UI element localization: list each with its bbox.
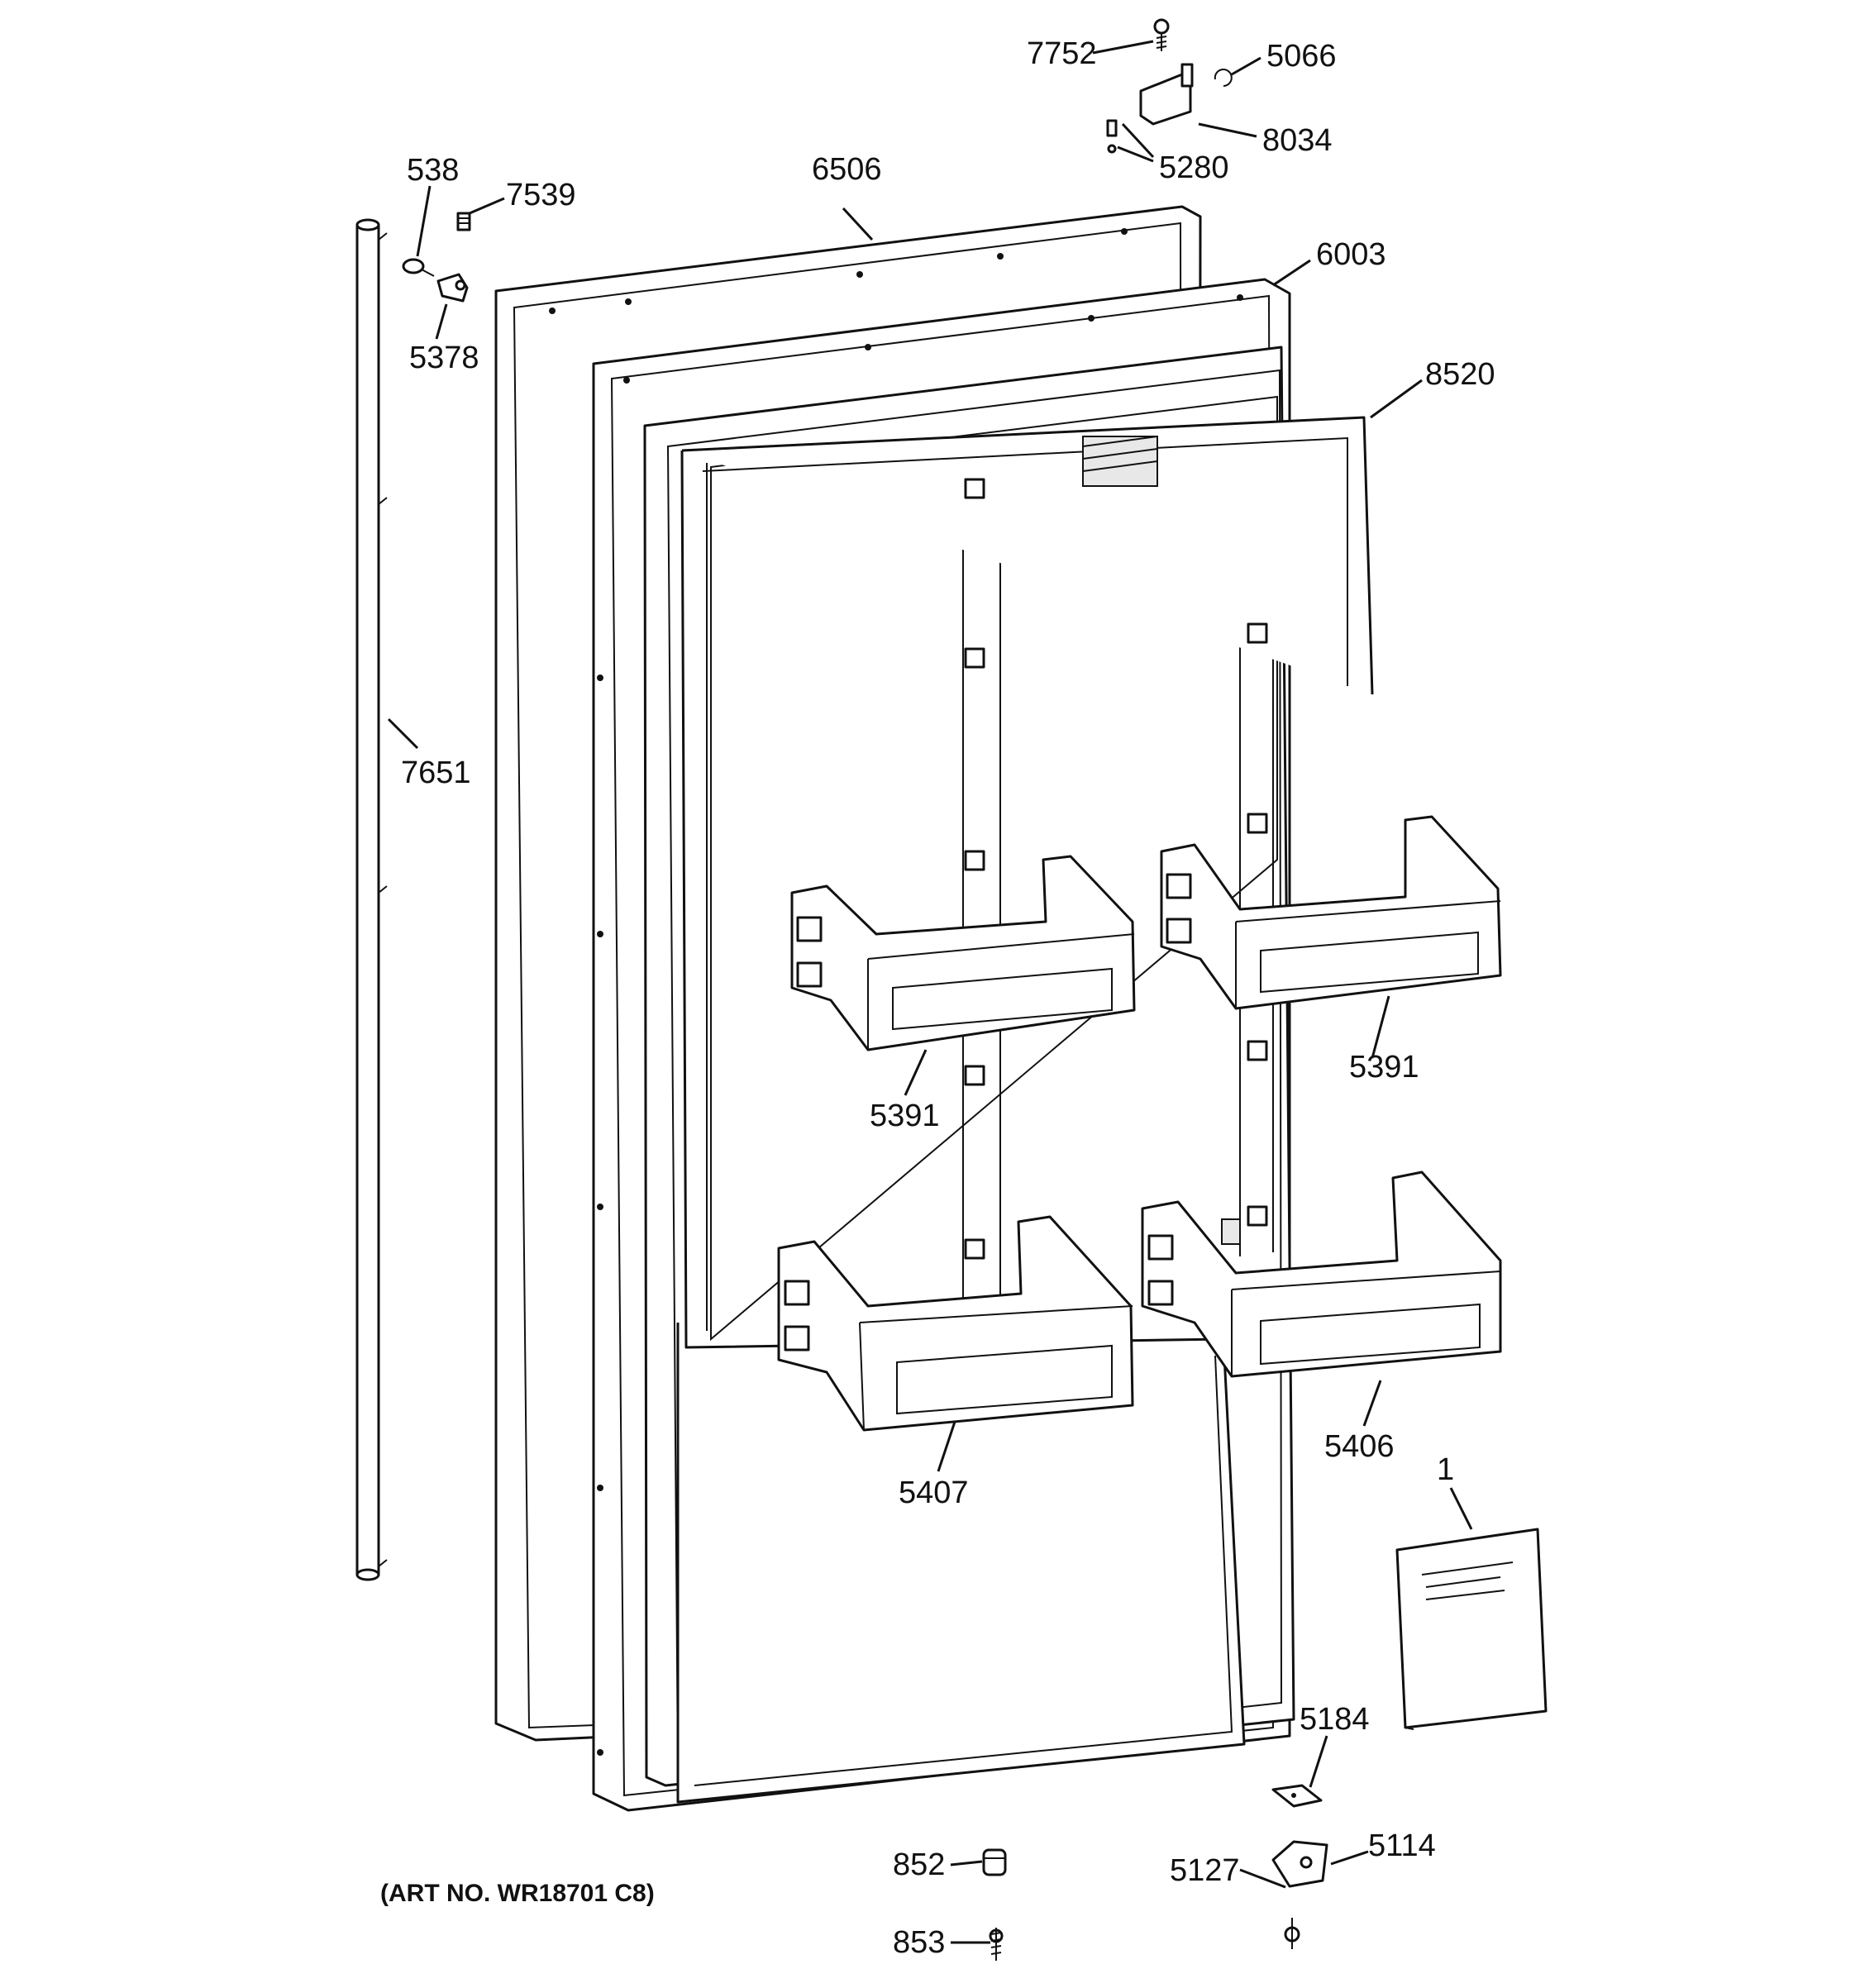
callout-labels: 7752 5066 8034 5280 538 7539 6506 6003 5… — [401, 36, 1495, 1960]
callout-7539: 7539 — [506, 178, 576, 212]
leader-lines — [387, 40, 1473, 1944]
bottom-hardware — [982, 1784, 1328, 1961]
art-number: (ART NO. WR18701 C8) — [380, 1880, 655, 1907]
callout-7651: 7651 — [401, 756, 471, 790]
door-gasket — [676, 416, 1374, 1804]
bin-upper-right — [1160, 815, 1502, 1010]
callout-5184: 5184 — [1300, 1702, 1370, 1737]
callout-5114: 5114 — [1368, 1828, 1436, 1863]
callout-852: 852 — [893, 1847, 945, 1882]
callout-5066: 5066 — [1266, 39, 1337, 74]
owners-manual — [1395, 1528, 1548, 1730]
callout-853: 853 — [893, 1925, 945, 1960]
callout-8034: 8034 — [1262, 123, 1333, 158]
hinge-rod — [355, 218, 388, 1581]
bin-lower-right — [1141, 1170, 1502, 1378]
callout-5391-right: 5391 — [1349, 1050, 1419, 1085]
callout-6506: 6506 — [812, 152, 882, 187]
callout-6003: 6003 — [1316, 237, 1386, 272]
hinge-top-parts — [1106, 18, 1233, 154]
callout-5378: 5378 — [409, 341, 479, 375]
callout-8520: 8520 — [1425, 357, 1495, 392]
rail-clips — [964, 478, 1268, 1260]
bin-upper-left — [790, 855, 1136, 1051]
callout-1: 1 — [1437, 1452, 1454, 1487]
callout-5406: 5406 — [1324, 1429, 1395, 1464]
callout-7752: 7752 — [1027, 36, 1097, 71]
callout-5127: 5127 — [1170, 1853, 1240, 1888]
callout-538: 538 — [407, 153, 459, 188]
hinge-left-parts — [402, 212, 471, 303]
callout-5391-left: 5391 — [870, 1099, 940, 1133]
callout-5280: 5280 — [1159, 150, 1229, 185]
bin-lower-left — [777, 1215, 1134, 1432]
callout-5407: 5407 — [899, 1476, 969, 1510]
